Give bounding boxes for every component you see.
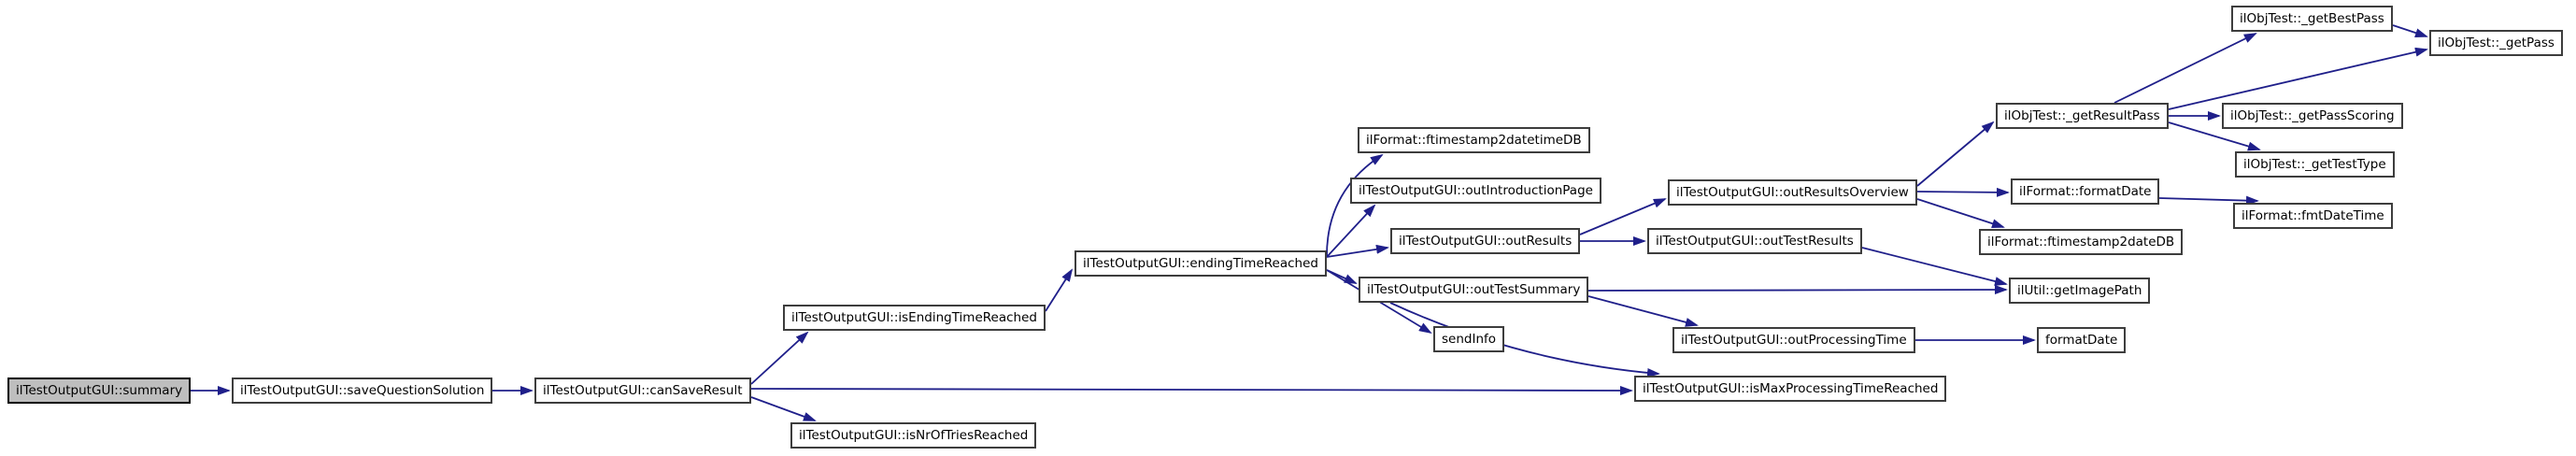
edge-out-test-summary-to-out-processing-time: [1587, 295, 1699, 327]
node-format-date-ilformat[interactable]: ilFormat::formatDate: [2011, 178, 2160, 205]
node-get-pass-scoring[interactable]: ilObjTest::_getPassScoring: [2222, 103, 2403, 129]
node-out-processing-time[interactable]: ilTestOutputGUI::outProcessingTime: [1672, 327, 1915, 353]
edge-ending-time-reached-to-out-introduction-page: [1326, 204, 1376, 258]
node-is-ending-time-reached[interactable]: ilTestOutputGUI::isEndingTimeReached: [783, 305, 1046, 331]
node-can-save-result[interactable]: ilTestOutputGUI::canSaveResult: [534, 378, 751, 404]
node-save-question-solution[interactable]: ilTestOutputGUI::saveQuestionSolution: [232, 378, 493, 404]
node-ftimestamp2date-db[interactable]: ilFormat::ftimestamp2dateDB: [1979, 229, 2184, 255]
edge-get-result-pass-to-get-test-type: [2168, 121, 2261, 151]
node-summary[interactable]: ilTestOutputGUI::summary: [7, 378, 192, 404]
edge-ending-time-reached-to-ftimestamp2datetime-db: [1326, 153, 1384, 258]
edge-get-result-pass-to-get-pass: [2168, 47, 2428, 110]
node-get-image-path[interactable]: ilUtil::getImagePath: [2009, 278, 2151, 304]
node-fmt-date-time[interactable]: ilFormat::fmtDateTime: [2233, 203, 2393, 229]
edge-ending-time-reached-to-out-results: [1326, 244, 1389, 258]
node-ending-time-reached[interactable]: ilTestOutputGUI::endingTimeReached: [1075, 250, 1327, 277]
node-get-result-pass[interactable]: ilObjTest::_getResultPass: [1996, 103, 2169, 129]
node-is-max-processing-time-reached[interactable]: ilTestOutputGUI::isMaxProcessingTimeReac…: [1634, 376, 1947, 402]
node-get-test-type[interactable]: ilObjTest::_getTestType: [2235, 151, 2395, 178]
edge-is-ending-time-reached-to-ending-time-reached: [1045, 268, 1074, 312]
edge-format-date-ilformat-to-fmt-date-time: [2158, 195, 2259, 206]
node-get-best-pass[interactable]: ilObjTest::_getBestPass: [2231, 6, 2393, 32]
edge-can-save-result-to-is-max-processing-time-reached: [750, 385, 1633, 395]
node-format-date[interactable]: formatDate: [2037, 327, 2127, 353]
node-ftimestamp2datetime-db[interactable]: ilFormat::ftimestamp2datetimeDB: [1358, 127, 1590, 153]
node-out-results-overview[interactable]: ilTestOutputGUI::outResultsOverview: [1668, 179, 1917, 206]
edge-out-results-to-out-results-overview: [1579, 198, 1667, 235]
edge-get-best-pass-to-get-pass: [2392, 24, 2428, 37]
edge-out-test-results-to-get-image-path: [1861, 247, 2008, 286]
edge-can-save-result-to-is-ending-time-reached: [750, 331, 809, 385]
node-get-pass[interactable]: ilObjTest::_getPass: [2429, 30, 2563, 56]
node-send-info[interactable]: sendInfo: [1433, 326, 1505, 352]
node-is-nr-of-tries-reached[interactable]: ilTestOutputGUI::isNrOfTriesReached: [790, 422, 1037, 449]
edge-get-result-pass-to-get-best-pass: [2113, 33, 2257, 104]
edge-out-test-summary-to-is-max-processing-time-reached: [1389, 302, 1660, 378]
node-out-test-results[interactable]: ilTestOutputGUI::outTestResults: [1647, 228, 1862, 254]
node-out-results[interactable]: ilTestOutputGUI::outResults: [1390, 228, 1581, 254]
node-out-introduction-page[interactable]: ilTestOutputGUI::outIntroductionPage: [1350, 178, 1601, 204]
edge-out-results-overview-to-ftimestamp2date-db: [1916, 198, 2005, 229]
edge-can-save-result-to-is-nr-of-tries-reached: [750, 396, 817, 421]
node-out-test-summary[interactable]: ilTestOutputGUI::outTestSummary: [1359, 277, 1589, 303]
edge-out-results-overview-to-get-result-pass: [1916, 121, 1995, 187]
edge-out-test-summary-to-get-image-path: [1587, 285, 2008, 295]
